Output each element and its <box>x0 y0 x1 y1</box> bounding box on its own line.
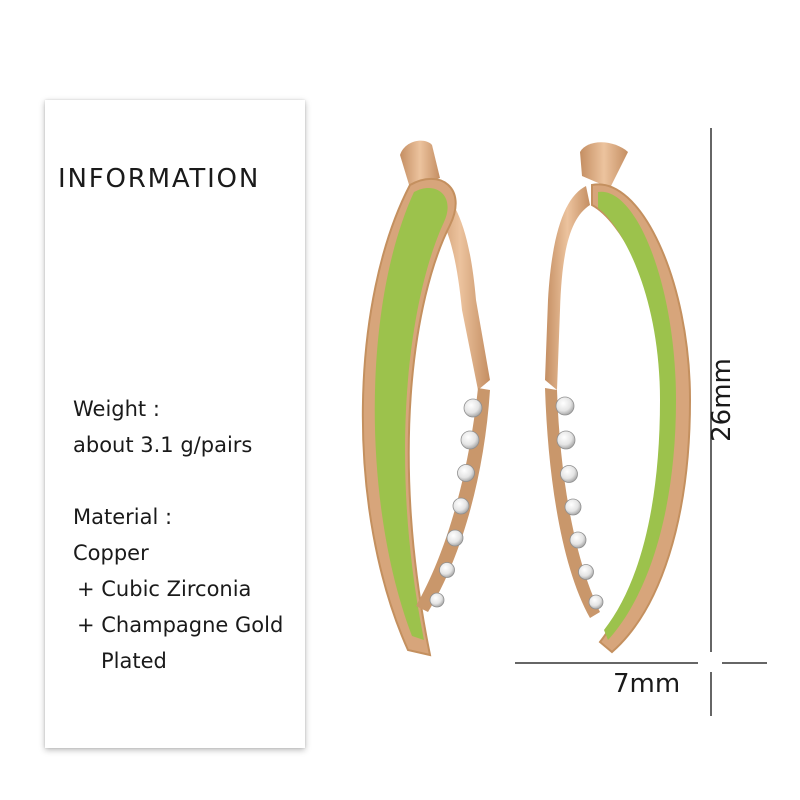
height-dimension-label: 26mm <box>707 358 737 442</box>
weight-value: about 3.1 g/pairs <box>73 433 253 457</box>
info-title: INFORMATION <box>58 164 261 194</box>
right-inner-post <box>545 186 590 390</box>
width-dimension-label: 7mm <box>613 669 681 699</box>
left-gem-row <box>429 398 483 608</box>
material-line-cubic-zirconia: + Cubic Zirconia <box>77 577 252 601</box>
right-hinge-clasp <box>580 142 628 188</box>
left-hinge-clasp <box>400 140 440 188</box>
left-inner-post <box>430 186 490 390</box>
material-label: Material : <box>73 505 173 529</box>
left-earring <box>361 140 490 657</box>
left-pave-strip <box>416 388 490 612</box>
right-enamel-band <box>598 191 676 641</box>
material-line-champagne-gold: + Champagne Gold <box>77 613 284 637</box>
right-gem-row <box>555 396 604 610</box>
material-line-copper: Copper <box>73 541 149 565</box>
earrings-image <box>361 128 767 716</box>
material-line-plated: Plated <box>101 649 167 673</box>
weight-label: Weight : <box>73 397 160 421</box>
left-enamel-band <box>374 187 448 640</box>
right-earring <box>545 142 692 654</box>
info-card: INFORMATION Weight : about 3.1 g/pairs M… <box>45 100 305 748</box>
